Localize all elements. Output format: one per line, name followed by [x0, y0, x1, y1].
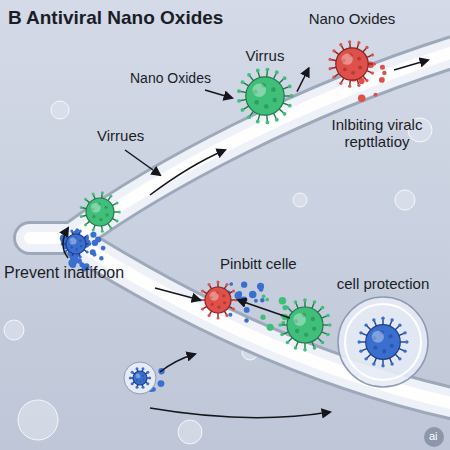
virus-particle: [357, 317, 408, 368]
bubble: [178, 420, 202, 444]
virus-particle: [278, 298, 331, 351]
bubble: [4, 320, 24, 340]
nanoparticle: [228, 313, 232, 317]
nanoparticle: [254, 299, 258, 303]
nanoparticle: [265, 298, 269, 302]
annotation: Pinbitt celle: [220, 255, 297, 272]
nanoparticle: [260, 315, 265, 320]
vessel-tube: [75, 50, 450, 236]
title: Antiviral Nano Oxides: [26, 7, 223, 29]
annotation: Inlbiting viralc repttlatioy: [312, 116, 442, 151]
flow-arrow: [394, 60, 428, 70]
flow-arrow: [238, 300, 290, 318]
flow-arrow: [63, 228, 68, 258]
node-icon: [325, 37, 379, 91]
flow-arrow: [150, 150, 225, 195]
nanoparticle: [259, 287, 264, 292]
virus-particle: [329, 40, 376, 88]
bubble: [51, 101, 69, 119]
virus-particle: [199, 281, 238, 320]
vessel-tube: [75, 50, 450, 236]
virus-node: Virrus: [233, 47, 297, 128]
vessel-tube: [78, 243, 450, 405]
nanoparticle: [244, 307, 250, 313]
annotation: Nano Oxides: [130, 70, 211, 86]
nanoparticle: [382, 71, 386, 75]
annotation: Virrues: [97, 127, 144, 144]
nanoparticle: [358, 94, 366, 102]
nanoparticle: [379, 77, 385, 83]
flow-arrow: [125, 150, 160, 175]
vessel-tube: [75, 50, 450, 236]
vessel-tube: [78, 243, 450, 405]
nanoparticle: [244, 318, 249, 323]
nano-oxide-node: Nano Oxides: [309, 10, 396, 91]
small-cell: [124, 362, 156, 394]
bubble: [395, 190, 415, 210]
nanoparticle: [249, 291, 256, 298]
node-label: Virrus: [246, 47, 285, 64]
nanoparticle: [235, 292, 242, 299]
cell-node: cell protection: [335, 275, 431, 390]
bubble: [18, 400, 58, 440]
nanoparticle: [262, 294, 266, 298]
nanoparticle: [92, 252, 96, 256]
watermark-badge: [424, 427, 444, 447]
watermark: ai: [429, 430, 438, 443]
nanoparticle: [92, 240, 98, 246]
node-label: cell protection: [337, 275, 430, 292]
node-label: Nano Oxides: [309, 10, 396, 27]
flow-arrow: [205, 90, 232, 98]
node-icon: [233, 64, 297, 128]
nanoparticle: [373, 93, 377, 97]
vessel-tube: [78, 243, 450, 405]
virus-particle: [237, 68, 293, 125]
nanoparticle: [241, 281, 247, 287]
virus-particle: [129, 367, 151, 388]
flow-arrow: [150, 408, 330, 418]
panel-letter: B: [8, 7, 22, 29]
nanoparticle: [229, 282, 233, 286]
nanoparticle: [279, 297, 287, 305]
nanoparticle: [99, 256, 103, 260]
nanoparticle: [158, 380, 165, 387]
nanoparticle: [101, 246, 106, 251]
flow-arrow: [160, 354, 195, 372]
virus-particle: [80, 191, 121, 232]
nanoparticle: [267, 324, 274, 331]
nanoparticle: [380, 65, 385, 70]
node-icon: [335, 294, 431, 390]
bubble: [293, 193, 307, 207]
connector-arrow: [297, 69, 309, 92]
flow-arrow: [155, 288, 200, 300]
annotation: Prevent inatifoon: [4, 264, 124, 282]
nanoparticle: [260, 298, 265, 303]
nanoparticle: [90, 232, 96, 238]
